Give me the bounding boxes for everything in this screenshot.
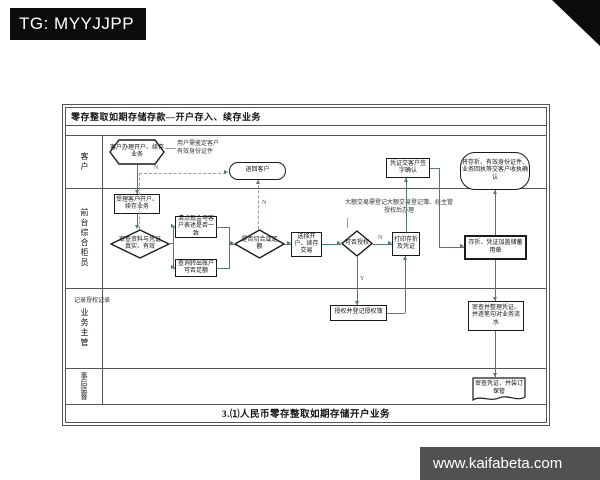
arrowhead bbox=[135, 190, 139, 194]
connector-line bbox=[387, 313, 405, 314]
node-hand-over: 将存折、有效身份证件、业务回执等交客户收执确认 bbox=[460, 152, 530, 190]
arrowhead bbox=[403, 256, 407, 260]
flowchart-inner: 零存整取如期存储存款—开户存入、续存业务 3.⑴人民币零存整取如期存储开户业务 … bbox=[65, 107, 547, 423]
node-query-account: 查询转出账户可否足额 bbox=[175, 259, 217, 277]
connector-line bbox=[406, 178, 407, 232]
connector-line bbox=[137, 165, 138, 194]
arrowhead bbox=[135, 225, 139, 229]
node-auth-decision: 可否授权 bbox=[341, 230, 373, 257]
diagram-caption: 3.⑴人民币零存整取如期存储开户业务 bbox=[221, 410, 391, 420]
arrowhead bbox=[224, 170, 228, 174]
grid-line bbox=[66, 368, 546, 369]
connector-line bbox=[137, 214, 138, 226]
connector-line-dashed bbox=[139, 173, 226, 174]
lane-label-audit: 事后监督 bbox=[80, 372, 88, 400]
node-review-vouchers: 审查并整理凭证、并逐笔勾对业务流水 bbox=[468, 301, 524, 331]
arrowhead bbox=[493, 297, 497, 301]
connector-line bbox=[357, 257, 358, 305]
branch-label-no: N bbox=[154, 165, 159, 171]
branch-label-no: N bbox=[378, 235, 383, 241]
connector-line bbox=[229, 227, 230, 269]
arrowhead bbox=[337, 241, 341, 245]
node-print-passbook: 打印存折及凭证 bbox=[392, 232, 420, 256]
node-count-cash: 清点现金与客户表述是否一致 bbox=[175, 216, 217, 238]
connector-line-dashed bbox=[139, 173, 140, 229]
grid-line bbox=[66, 188, 546, 189]
note-connector bbox=[165, 148, 176, 149]
connector-line bbox=[439, 247, 464, 248]
arrowhead bbox=[171, 224, 175, 228]
note-connector bbox=[347, 218, 348, 228]
note-identity-check: 用户需鉴定客户有效身份证件 bbox=[177, 141, 220, 155]
node-return-customer: 退回客户 bbox=[229, 162, 286, 180]
telegram-tag-badge: TG: MYYJJPP bbox=[10, 8, 146, 40]
arrowhead bbox=[171, 265, 175, 269]
watermark-bar: www.kaifabeta.com bbox=[420, 447, 600, 480]
connector-line bbox=[217, 227, 229, 228]
grid-line bbox=[66, 404, 546, 405]
connector-line bbox=[322, 244, 341, 245]
connector-line bbox=[405, 256, 406, 313]
connector-line bbox=[217, 268, 229, 269]
grid-line bbox=[66, 125, 546, 126]
lane-label-teller: 前台综合柜员 bbox=[80, 208, 89, 268]
node-archive-document: 审查凭证、并装订保管 bbox=[472, 377, 526, 403]
node-match-decision: 是否切合或足额 bbox=[234, 229, 285, 259]
connector-line bbox=[439, 168, 440, 247]
connector-line bbox=[495, 190, 496, 235]
arrowhead bbox=[287, 241, 291, 245]
arrowhead bbox=[256, 180, 260, 184]
node-start-hexagon: 客户办理开户、续存业务 bbox=[109, 139, 165, 165]
node-select-transaction: 选择开户、续存交易 bbox=[291, 232, 322, 257]
connector-line bbox=[495, 331, 496, 377]
node-accept-business: 受理客户开户、续存业务 bbox=[114, 194, 160, 214]
grid-line bbox=[66, 135, 546, 136]
arrowhead bbox=[493, 190, 497, 194]
branch-label-yes: Y bbox=[360, 276, 365, 282]
arrowhead bbox=[460, 244, 464, 248]
folded-corner-decoration bbox=[552, 0, 600, 46]
flowchart-frame: 零存整取如期存储存款—开户存入、续存业务 3.⑴人民币零存整取如期存储开户业务 … bbox=[62, 104, 550, 426]
note-auth-record: 记录授权记录 bbox=[74, 298, 111, 304]
arrowhead bbox=[388, 241, 392, 245]
watermark-text: www.kaifabeta.com bbox=[433, 455, 563, 472]
connector-line bbox=[373, 244, 392, 245]
arrowhead bbox=[493, 373, 497, 377]
node-stamp-vouchers: 存折、凭证加盖储蓄用章 bbox=[464, 235, 527, 260]
connector-line bbox=[430, 168, 439, 169]
lane-label-supervisor: 业务主管 bbox=[80, 308, 89, 348]
grid-line bbox=[102, 135, 103, 404]
node-authorize-register: 授权并登记授权簿 bbox=[330, 305, 387, 321]
connector-line-dashed bbox=[258, 180, 259, 229]
node-check-docs-decision: 审查资料与凭证真实、有效 bbox=[110, 229, 170, 259]
grid-line bbox=[66, 288, 546, 289]
branch-label-no: N bbox=[262, 200, 267, 206]
diagram-title: 零存整取如期存储存款—开户存入、续存业务 bbox=[71, 112, 262, 122]
connector-line bbox=[170, 243, 174, 244]
arrowhead bbox=[355, 301, 359, 305]
connector-line bbox=[173, 227, 174, 269]
connector-line bbox=[495, 260, 496, 301]
node-sign-confirm: 凭证交客户签字确认 bbox=[386, 158, 430, 178]
lane-label-customer: 客户 bbox=[80, 151, 89, 172]
note-large-transaction: 大额交易需登记大额交易登记簿、经主管授权后办理 bbox=[345, 200, 454, 214]
arrowhead bbox=[404, 178, 408, 182]
arrowhead bbox=[230, 241, 234, 245]
